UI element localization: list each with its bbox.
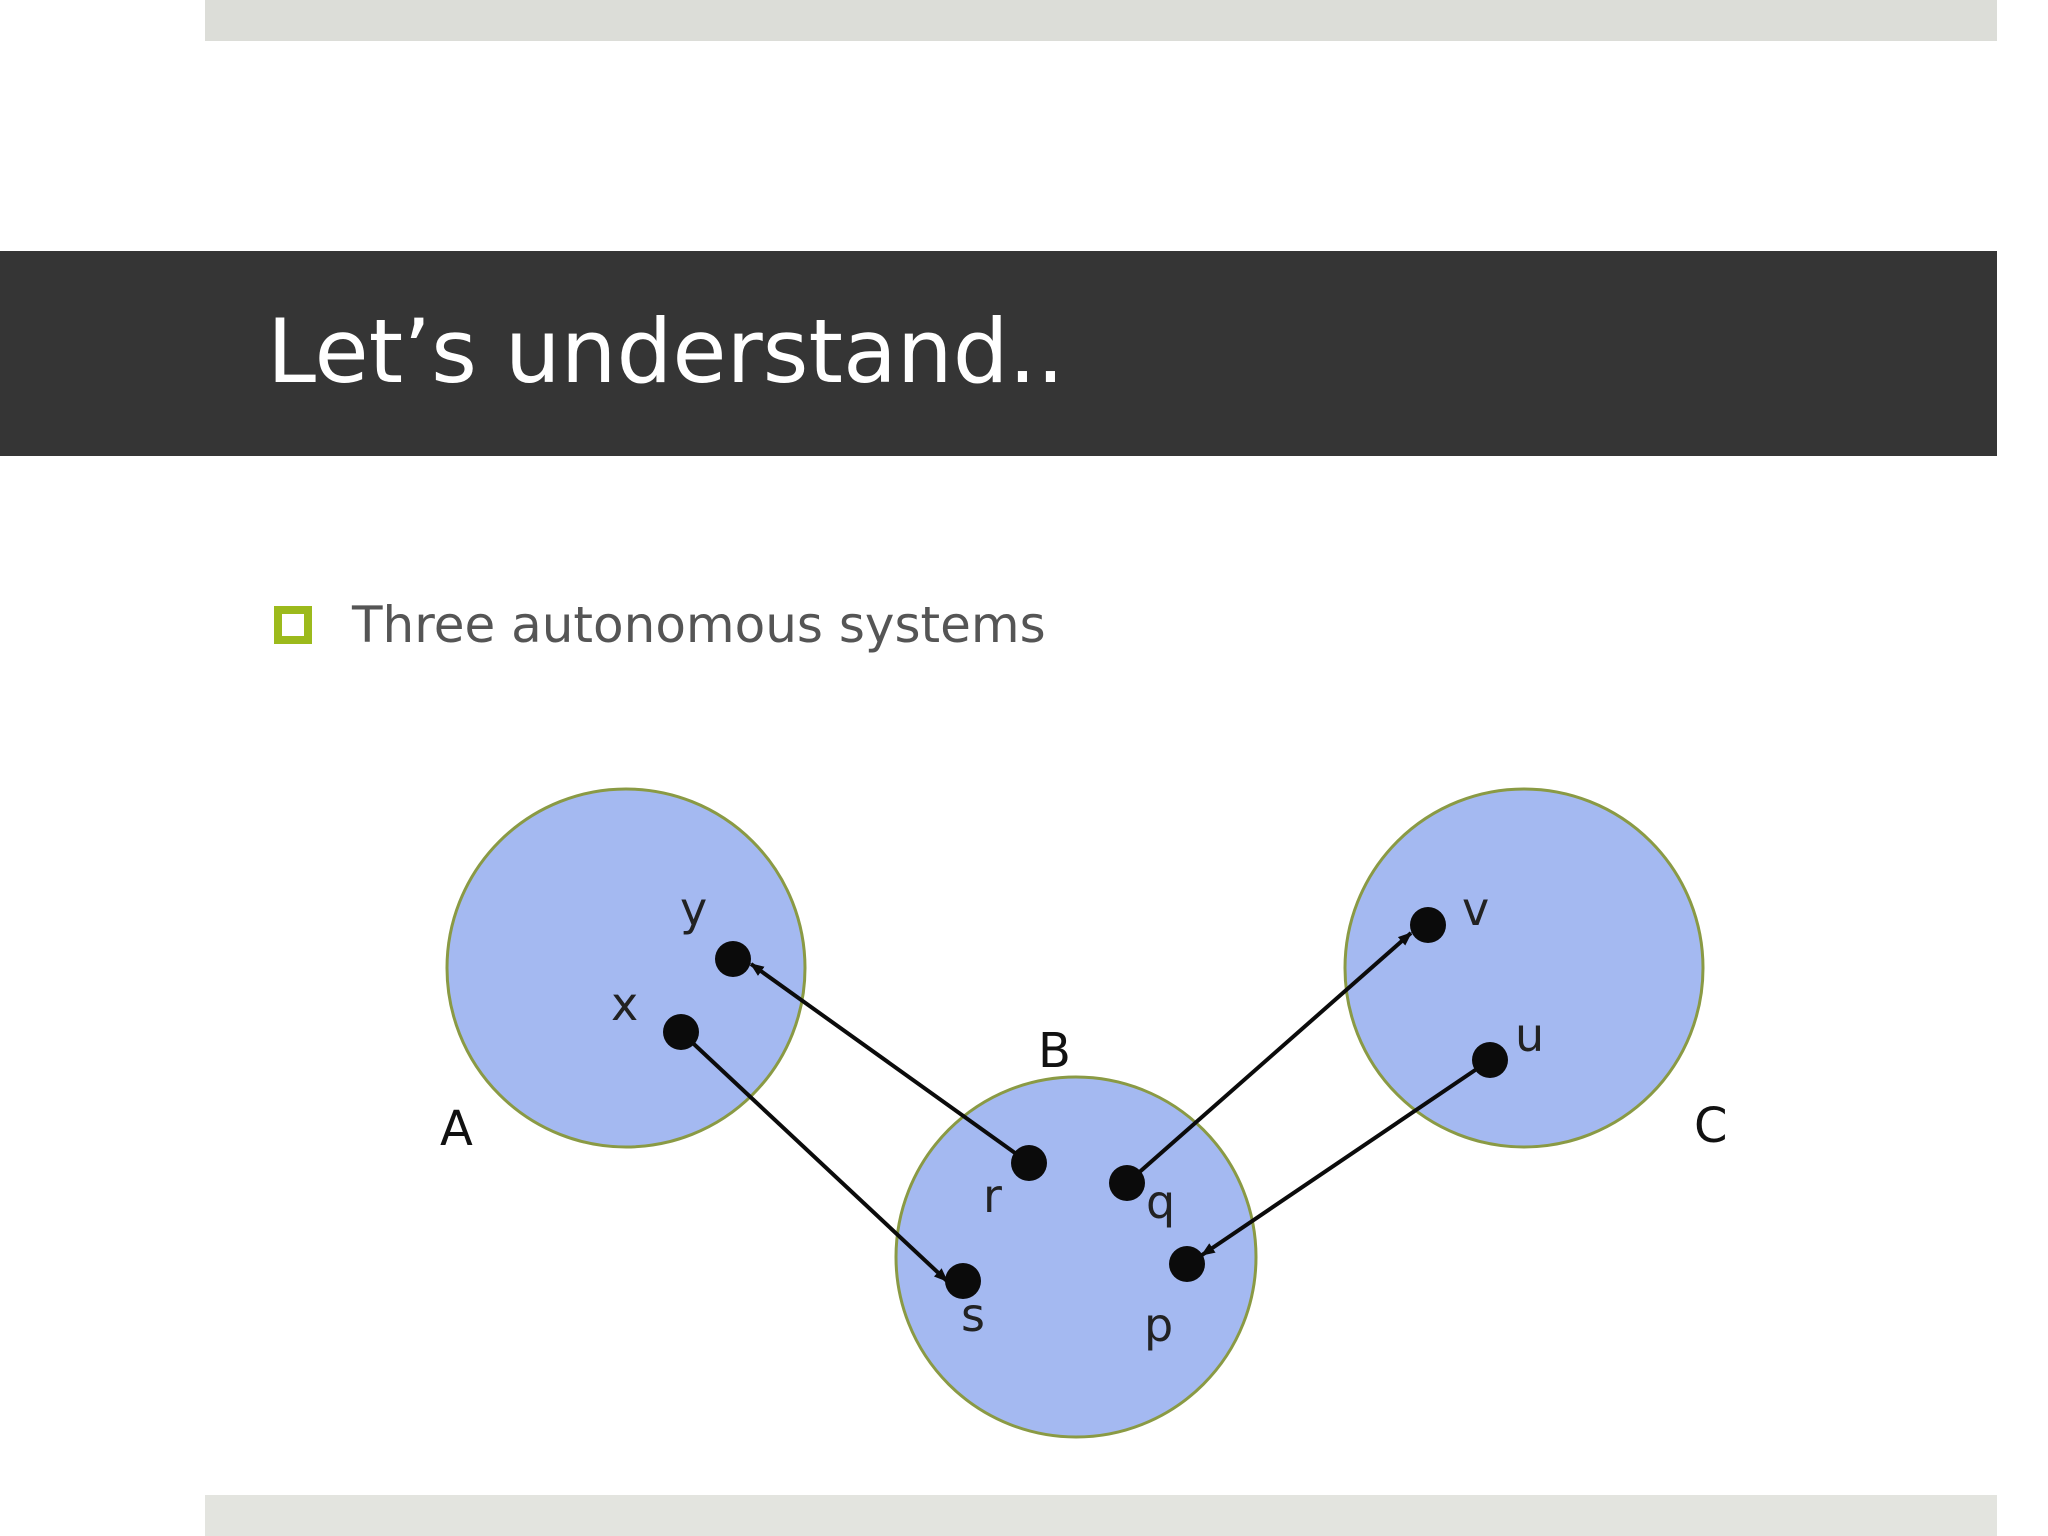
node-label-q: q	[1146, 1175, 1175, 1229]
system-a-circle	[445, 787, 807, 1149]
node-v	[1410, 907, 1446, 943]
edge-r-to-y	[749, 962, 1031, 1165]
system-label-c: C	[1694, 1098, 1728, 1154]
node-r	[1011, 1145, 1047, 1181]
bullet-item: Three autonomous systems	[274, 590, 1046, 660]
top-band	[205, 0, 1997, 41]
bullet-text: Three autonomous systems	[352, 596, 1046, 654]
node-label-x: x	[611, 977, 638, 1031]
node-u	[1472, 1042, 1508, 1078]
node-s	[945, 1263, 981, 1299]
node-label-y: y	[680, 882, 707, 936]
system-label-a: A	[440, 1101, 473, 1157]
slide-title: Let’s understand..	[267, 300, 1065, 403]
node-label-p: p	[1144, 1298, 1173, 1352]
square-bullet-icon	[274, 606, 312, 644]
node-y	[715, 941, 751, 977]
node-label-r: r	[983, 1169, 1002, 1223]
node-label-u: u	[1515, 1008, 1544, 1062]
bottom-band	[205, 1495, 1997, 1536]
edge-q-to-v	[1125, 931, 1413, 1185]
title-bar	[0, 251, 1997, 456]
system-label-b: B	[1038, 1023, 1071, 1079]
edge-x-to-s	[679, 1030, 949, 1283]
node-x	[663, 1014, 699, 1050]
node-label-s: s	[961, 1288, 985, 1342]
system-b-circle	[894, 1075, 1258, 1439]
node-label-v: v	[1462, 882, 1489, 936]
node-q	[1109, 1165, 1145, 1201]
system-c-circle	[1343, 787, 1705, 1149]
node-p	[1169, 1246, 1205, 1282]
edge-u-to-p	[1200, 1058, 1492, 1257]
